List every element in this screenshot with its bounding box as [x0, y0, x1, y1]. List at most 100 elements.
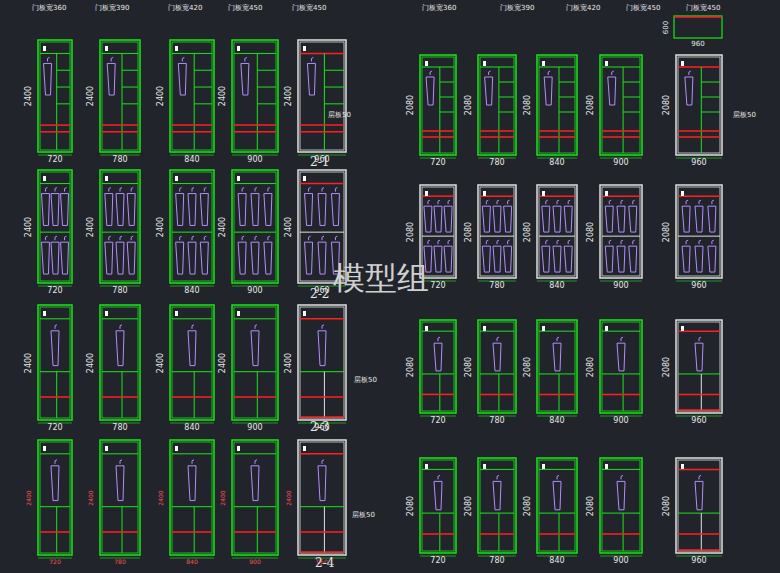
marker [483, 464, 486, 469]
hanger-hook [242, 236, 244, 240]
hanger-hook [438, 475, 440, 479]
cabinet-inner [234, 307, 276, 418]
panel-line [102, 371, 138, 372]
garment-symbol [188, 466, 196, 501]
hanger-hook [180, 236, 182, 240]
marker [483, 61, 486, 66]
hanger-hook [699, 475, 701, 479]
width-dimension: 900 [613, 159, 628, 167]
garment-symbol [544, 77, 552, 105]
panel-line [194, 53, 195, 150]
panel-line [40, 232, 70, 233]
cabinet-inner [102, 172, 138, 281]
garment-symbol [444, 206, 452, 232]
garment-symbol [617, 343, 625, 371]
width-dimension: 720 [430, 282, 445, 290]
panel-line [480, 469, 514, 470]
cabinet-outline [478, 55, 516, 155]
marker [681, 464, 684, 469]
panel-line [539, 373, 575, 374]
hanger-hook [192, 188, 194, 192]
panel-line [194, 507, 195, 553]
width-dimension: 780 [489, 159, 504, 167]
door-width-label: 门板宽420 [566, 5, 600, 12]
hanger-hook [699, 337, 701, 341]
hanger-hook [192, 325, 194, 329]
panel-line [234, 396, 276, 398]
hanger-hook [548, 71, 550, 75]
cabinet-inner [678, 187, 720, 276]
width-dimension: 840 [549, 159, 564, 167]
panel-line [324, 53, 325, 150]
cabinet-outline [38, 170, 72, 283]
door-width-label: 门板宽390 [95, 5, 129, 12]
height-dimension: 2400 [285, 216, 293, 236]
marker [175, 446, 178, 451]
garment-symbol [318, 466, 326, 501]
garment-symbol [426, 77, 434, 105]
panel-line [623, 513, 624, 551]
width-dimension: 780 [112, 156, 127, 164]
hanger-hook [568, 200, 570, 204]
hanger-hook [55, 236, 57, 240]
marker [605, 191, 608, 196]
width-dimension: 840 [549, 417, 564, 425]
width-dimension: 840 [549, 282, 564, 290]
width-dimension: 840 [184, 424, 199, 432]
height-dimension: 2400 [157, 216, 165, 236]
hanger-hook [55, 460, 57, 464]
panel-line [122, 507, 123, 553]
cabinet-outline [298, 305, 346, 420]
garment-symbol [605, 246, 613, 272]
height-dimension: 2080 [587, 356, 595, 376]
panel-line [701, 97, 720, 98]
cabinet-inner [480, 57, 514, 153]
panel-line [257, 53, 258, 150]
hanger-hook [689, 71, 691, 75]
panel-line [257, 70, 276, 71]
panel-line [499, 97, 514, 98]
cabinet-outline [298, 440, 346, 555]
panel-line [57, 103, 70, 104]
panel-line [701, 112, 720, 113]
panel-line [40, 506, 70, 507]
cabinet-outline [100, 305, 140, 420]
marker [237, 446, 240, 451]
panel-line [539, 130, 575, 132]
panel-line [422, 533, 454, 535]
hanger-hook [45, 188, 47, 192]
garment-symbol [127, 194, 135, 226]
hanger-hook [335, 236, 337, 240]
panel-line [324, 507, 325, 553]
cabinet-inner [422, 57, 454, 153]
panel-line [102, 232, 138, 233]
panel-line [122, 53, 123, 150]
panel-line [300, 232, 344, 233]
panel-line [300, 396, 344, 398]
width-dimension: 840 [549, 557, 564, 565]
panel-line [623, 97, 640, 98]
hanger-hook [508, 240, 510, 244]
panel-line [559, 67, 560, 153]
hanger-hook [508, 200, 510, 204]
hanger-hook [322, 460, 324, 464]
width-dimension: 960 [691, 159, 706, 167]
panel-line [102, 183, 138, 184]
cabinet-outline [38, 40, 72, 152]
panel-line [40, 131, 70, 133]
width-dimension: 900 [613, 417, 628, 425]
hanger-hook [109, 188, 111, 192]
height-dimension: 2400 [87, 352, 95, 372]
cabinet-inner [102, 442, 138, 553]
panel-line [439, 513, 440, 551]
marker [43, 176, 46, 181]
cabinet-outline [100, 40, 140, 152]
hanger-hook [55, 188, 57, 192]
garment-symbol [116, 331, 124, 366]
width-dimension: 780 [112, 287, 127, 295]
panel-line [57, 70, 70, 71]
width-dimension: 840 [184, 156, 199, 164]
panel-line [57, 87, 70, 88]
panel-line [102, 453, 138, 454]
panel-line [102, 506, 138, 507]
